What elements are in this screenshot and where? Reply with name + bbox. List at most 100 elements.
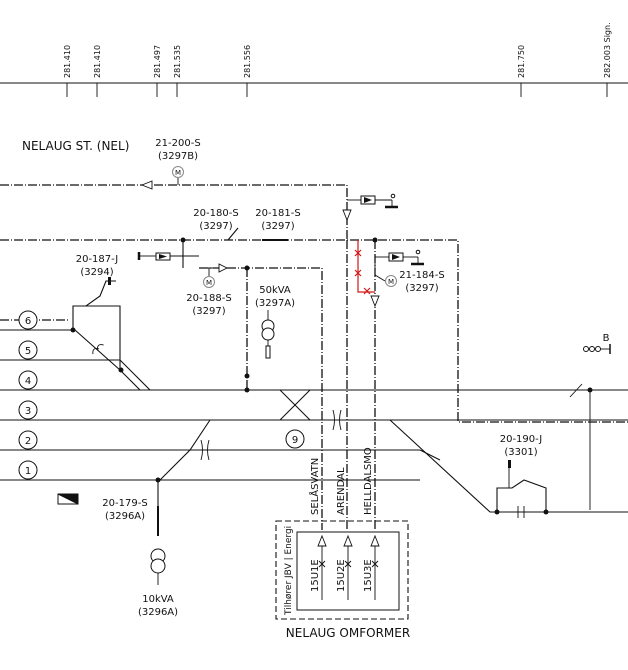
- feeder-label: ARENDAL: [336, 467, 347, 515]
- switch-ref: (3297): [199, 221, 232, 232]
- track-marker: [18, 430, 38, 450]
- arrow-right-icon: [364, 197, 372, 203]
- arrow-down-icon: [342, 209, 352, 222]
- track-numbers: 6 5 4 3 2 1 9: [18, 310, 305, 480]
- breaker-top-right[interactable]: [342, 193, 398, 222]
- breaker-cross-icon: [318, 560, 326, 568]
- track-number: 4: [25, 376, 31, 387]
- track-marker: [18, 460, 38, 480]
- transformer-rating: 10kVA: [142, 594, 174, 605]
- km-label: 281.410: [63, 45, 72, 78]
- switch-21-200-s[interactable]: 21-200-S (3297B) M: [155, 138, 201, 178]
- switch-id: 21-184-S: [399, 270, 444, 281]
- km-label: 281.497: [153, 45, 162, 78]
- switch-handle: [108, 277, 111, 285]
- switch-id: 20-179-S: [102, 498, 147, 509]
- isolation-line: [357, 240, 375, 293]
- motor-label: M: [388, 278, 394, 286]
- switch-blade: [72, 280, 116, 330]
- switch-id: 20-181-S: [255, 208, 300, 219]
- insulator-icon: [92, 344, 104, 355]
- switch-ref: (3297): [405, 283, 438, 294]
- terminal-icon: [415, 249, 421, 255]
- switch-handle: [508, 460, 511, 468]
- breaker-label: 15U1E: [310, 559, 321, 592]
- arrow-up-icon: [343, 534, 353, 547]
- arrow-up-icon: [317, 534, 327, 547]
- insulator-icon: [569, 383, 583, 398]
- breaker-cross-icon: [344, 560, 352, 568]
- transformer-ref: (3296A): [138, 607, 178, 618]
- insulator-icon: [332, 409, 342, 431]
- feeder-label: SELÅSVATN: [308, 458, 321, 515]
- catenary-buses: [0, 178, 628, 530]
- converter-station: Tilhører JBV | Energi 15U1E 15U2E 15U3E …: [275, 520, 410, 640]
- arrow-left-icon: [140, 180, 153, 190]
- end-marker-b: B: [583, 333, 611, 510]
- km-label: 282.003 Sign.: [603, 22, 612, 78]
- switch-id: 20-190-J: [500, 434, 543, 445]
- km-ruler: 281.410 281.410 281.497 281.535 281.556 …: [0, 22, 628, 97]
- breaker-label: 15U2E: [336, 559, 347, 592]
- switch-id: 21-200-S: [155, 138, 200, 149]
- isolation-markings: [354, 240, 375, 295]
- isolation-cross-icon: [354, 249, 371, 295]
- motor-label: M: [206, 279, 212, 287]
- terminal-icon: [390, 193, 396, 199]
- switch-link: [73, 305, 121, 370]
- track-diverge-left: [159, 419, 211, 481]
- track-number: 1: [25, 466, 31, 477]
- arrow-down-icon: [370, 295, 380, 308]
- terminal-icon: [589, 346, 595, 352]
- station-title: NELAUG ST. (NEL): [22, 139, 129, 153]
- switch-ref: (3294): [80, 267, 113, 278]
- tracks: [0, 329, 628, 513]
- switch-20-179-s[interactable]: 20-179-S (3296A): [57, 480, 159, 536]
- km-label: 281.750: [517, 45, 526, 78]
- track-2-end: [419, 449, 441, 461]
- switch-20-181-s[interactable]: 20-181-S (3297): [255, 208, 301, 241]
- track-marker: [18, 370, 38, 390]
- track-marker: [285, 429, 305, 449]
- motor-icon: [385, 275, 397, 287]
- transformer-coil-icon: [261, 327, 275, 341]
- switch-ref: (3301): [504, 447, 537, 458]
- converter-outer-box: [275, 520, 409, 620]
- switch-20-190-j[interactable]: 20-190-J (3301): [496, 434, 547, 512]
- switch-20-188-s[interactable]: M 20-188-S (3297): [137, 252, 232, 317]
- track-number: 2: [25, 436, 31, 447]
- main-bus: [0, 239, 628, 423]
- feeder-label: HELLDALSMO: [363, 447, 374, 515]
- km-label: 281.556: [243, 45, 252, 78]
- switch-20-180-s[interactable]: 20-180-S (3297): [182, 208, 239, 268]
- feeder-labels: SELÅSVATN ARENDAL HELLDALSMO: [308, 447, 374, 515]
- track-diverge-right: [389, 419, 628, 513]
- track-number: 6: [25, 316, 31, 327]
- breaker-15u1e[interactable]: 15U1E: [310, 534, 327, 600]
- signal-flag-icon: [57, 493, 79, 505]
- breaker-label: 15U3E: [363, 559, 374, 592]
- switch-20-187-j[interactable]: 20-187-J (3294): [72, 254, 121, 370]
- end-marker-label: B: [603, 333, 610, 344]
- switch-ref: (3297): [192, 306, 225, 317]
- switch-stem: [374, 274, 386, 282]
- track-marker: [18, 400, 38, 420]
- switch-id: 20-187-J: [76, 254, 119, 265]
- breaker-15u3e[interactable]: 15U3E: [363, 534, 380, 600]
- transformer-50kva: 50kVA (3297A): [255, 285, 295, 359]
- converter-owner-label: Tilhører JBV | Energi: [284, 526, 294, 616]
- switch-ref: (3297B): [158, 151, 198, 162]
- crossover-b: [279, 389, 311, 421]
- switch-ref: (3297): [261, 221, 294, 232]
- motor-icon: [172, 166, 184, 178]
- terminal-icon: [583, 346, 589, 352]
- motor-icon: [203, 276, 215, 288]
- breaker-15u2e[interactable]: 15U2E: [336, 534, 353, 600]
- arrow-right-icon: [392, 254, 400, 260]
- switch-id: 20-180-S: [193, 208, 238, 219]
- switch-21-184-s[interactable]: M 21-184-S (3297): [370, 249, 445, 308]
- junctions: [70, 237, 593, 515]
- transformer-coil-icon: [150, 558, 166, 574]
- motor-label: M: [175, 169, 181, 177]
- switch-blade: [227, 227, 239, 241]
